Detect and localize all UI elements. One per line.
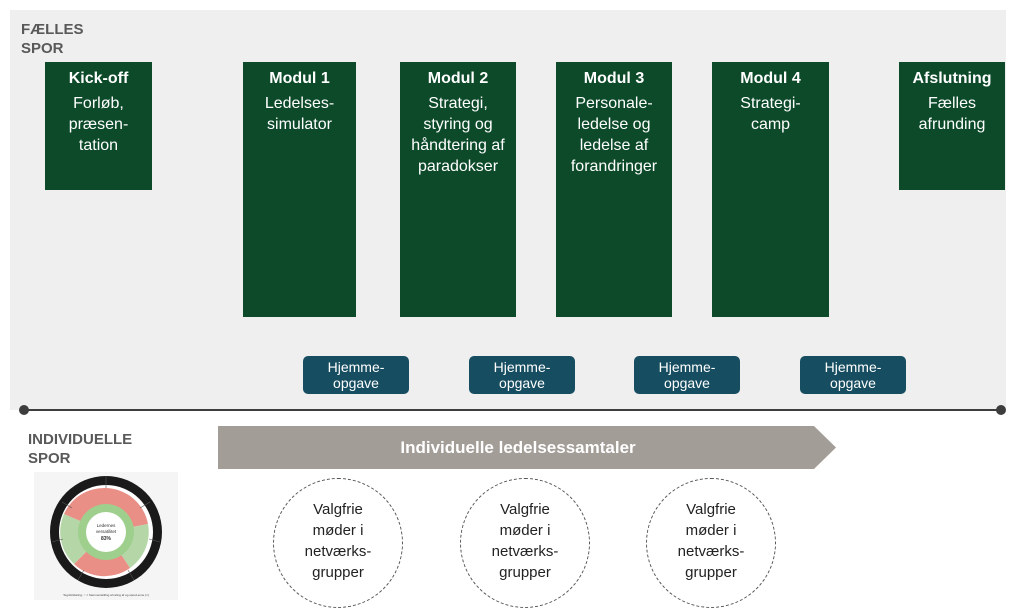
module-line: tation: [78, 137, 119, 154]
circle-line: møder i: [685, 522, 737, 539]
module-title: Modul 2: [427, 70, 489, 87]
versatility-wheel: Ledernes versatilitet 83% Tegnforklaring…: [34, 472, 178, 600]
wheel-center-line: versatilitet: [96, 529, 117, 534]
homework-line: opgave: [499, 375, 545, 391]
wheel-caption: Tegnforklaring: ○ = Sammenstilling af ra…: [63, 593, 149, 597]
wheel-center-line: Ledernes: [97, 523, 117, 528]
circle-text: Valgfrie møder i netværks- grupper: [274, 499, 402, 583]
module-title: Modul 3: [583, 70, 645, 87]
homework-pill: Hjemme- opgave: [800, 356, 906, 394]
network-meeting-circle: Valgfrie møder i netværks- grupper: [273, 478, 403, 608]
module-description: Fælles afrunding: [899, 93, 1005, 135]
module-line: Forløb,: [73, 95, 124, 112]
shared-track-label-line-1: FÆLLES: [21, 21, 84, 38]
homework-line: Hjemme-: [658, 359, 716, 375]
module-title: Afslutning: [912, 70, 992, 87]
module-line: håndtering af: [411, 137, 505, 154]
network-meeting-circle: Valgfrie møder i netværks- grupper: [646, 478, 776, 608]
circle-line: møder i: [499, 522, 551, 539]
module-line: Strategi-: [740, 95, 801, 112]
module-description: Personale- ledelse og ledelse af forandr…: [556, 93, 672, 177]
network-meeting-circle: Valgfrie møder i netværks- grupper: [460, 478, 590, 608]
module-description: Strategi- camp: [712, 93, 829, 135]
individual-track-label: INDIVIDUELLE SPOR: [28, 430, 132, 468]
homework-pill: Hjemme- opgave: [469, 356, 575, 394]
wheel-center-line: 83%: [101, 536, 112, 542]
module-line: Personale-: [575, 95, 653, 112]
timeline-end-dot: [996, 405, 1006, 415]
homework-line: opgave: [664, 375, 710, 391]
circle-text: Valgfrie møder i netværks- grupper: [647, 499, 775, 583]
circle-text: Valgfrie møder i netværks- grupper: [461, 499, 589, 583]
homework-line: Hjemme-: [327, 359, 385, 375]
module-description: Forløb, præsen- tation: [45, 93, 152, 156]
homework-pill: Hjemme- opgave: [634, 356, 740, 394]
module-1: Modul 1 Ledelses- simulator: [243, 62, 356, 317]
module-line: ledelse af: [579, 137, 649, 154]
module-line: forandringer: [570, 158, 658, 175]
timeline-line: [24, 409, 1004, 411]
module-afslutning: Afslutning Fælles afrunding: [899, 62, 1005, 190]
circle-line: grupper: [685, 564, 737, 581]
module-line: afrunding: [918, 116, 986, 133]
homework-line: Hjemme-: [824, 359, 882, 375]
module-title: Modul 4: [740, 70, 801, 87]
circle-line: grupper: [499, 564, 551, 581]
module-line: Fælles: [927, 95, 976, 112]
arrow-polygon: [218, 426, 836, 469]
module-title: Kick-off: [68, 70, 129, 87]
module-line: camp: [750, 116, 791, 133]
timeline-start-dot: [19, 405, 29, 415]
module-2: Modul 2 Strategi, styring og håndtering …: [400, 62, 516, 317]
module-4: Modul 4 Strategi- camp: [712, 62, 829, 317]
module-line: Strategi,: [428, 95, 488, 112]
circle-line: netværks-: [677, 543, 745, 560]
circle-line: grupper: [312, 564, 364, 581]
circle-line: netværks-: [491, 543, 559, 560]
module-description: Strategi, styring og håndtering af parad…: [400, 93, 516, 177]
arrow-label: Individuelle ledelsessamtaler: [400, 438, 636, 457]
versatility-wheel-graphic: Ledernes versatilitet 83% Tegnforklaring…: [50, 476, 162, 597]
module-line: præsen-: [68, 116, 129, 133]
homework-pill: Hjemme- opgave: [303, 356, 409, 394]
module-kickoff: Kick-off Forløb, præsen- tation: [45, 62, 152, 190]
module-line: paradokser: [417, 158, 499, 175]
circle-line: netværks-: [304, 543, 372, 560]
homework-line: Hjemme-: [493, 359, 551, 375]
circle-line: møder i: [312, 522, 364, 539]
individual-track-label-line-1: INDIVIDUELLE: [28, 431, 133, 448]
module-3: Modul 3 Personale- ledelse og ledelse af…: [556, 62, 672, 317]
homework-line: opgave: [333, 375, 379, 391]
homework-line: opgave: [830, 375, 876, 391]
module-line: ledelse og: [577, 116, 651, 133]
module-line: styring og: [423, 116, 493, 133]
circle-line: Valgfrie: [500, 501, 550, 518]
module-line: simulator: [267, 116, 332, 133]
module-description: Ledelses- simulator: [243, 93, 356, 135]
shared-track-label-line-2: SPOR: [21, 40, 64, 57]
module-line: Ledelses-: [264, 95, 335, 112]
arrow-shape: [218, 426, 836, 469]
circle-line: Valgfrie: [686, 501, 736, 518]
shared-track-label: FÆLLES SPOR: [21, 20, 84, 58]
module-title: Modul 1: [269, 70, 330, 87]
individual-track-label-line-2: SPOR: [28, 450, 71, 467]
circle-line: Valgfrie: [313, 501, 363, 518]
